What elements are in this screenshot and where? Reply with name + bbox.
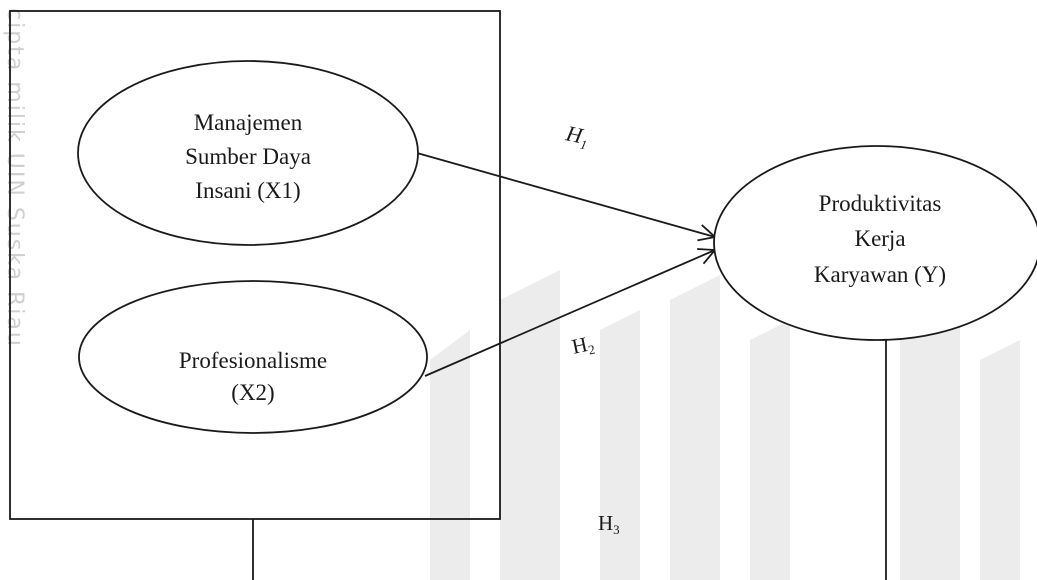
h1-label-sub: 1 <box>579 136 588 152</box>
node-x1-line-2: Sumber Daya <box>185 144 311 169</box>
h2-label: H2 <box>570 331 597 361</box>
watermark-logo <box>430 270 1020 580</box>
node-x2: Profesionalisme (X2) <box>78 280 428 434</box>
node-y-line-3: Karyawan (Y) <box>814 262 946 287</box>
watermark-text: cipta milik UIN Suska Riau <box>2 8 27 348</box>
independent-variables-box <box>9 10 501 520</box>
node-y: Produktivitas Kerja Karyawan (Y) <box>713 145 1037 341</box>
node-y-line-1: Produktivitas <box>819 191 942 216</box>
node-x2-ellipse <box>78 280 428 434</box>
h2-label-main: H <box>570 332 590 359</box>
h3-label-main: H <box>598 511 613 535</box>
node-x2-line-1: Profesionalisme <box>179 348 327 373</box>
node-x1: Manajemen Sumber Daya Insani (X1) <box>77 60 419 246</box>
node-x2-line-2: (X2) <box>231 380 274 405</box>
h1-label: H1 <box>562 120 591 152</box>
h1-arrow <box>416 152 717 242</box>
h1-label-main: H <box>563 120 586 148</box>
node-x1-line-1: Manajemen <box>194 110 303 135</box>
h2-label-sub: 2 <box>587 342 596 358</box>
node-x1-ellipse <box>77 60 419 246</box>
h2-arrow <box>424 248 717 377</box>
h3-label-sub: 3 <box>613 522 620 537</box>
node-y-line-2: Kerja <box>854 226 905 251</box>
h3-label: H3 <box>598 511 620 537</box>
node-y-ellipse <box>713 145 1037 341</box>
node-x1-line-3: Insani (X1) <box>195 178 300 203</box>
